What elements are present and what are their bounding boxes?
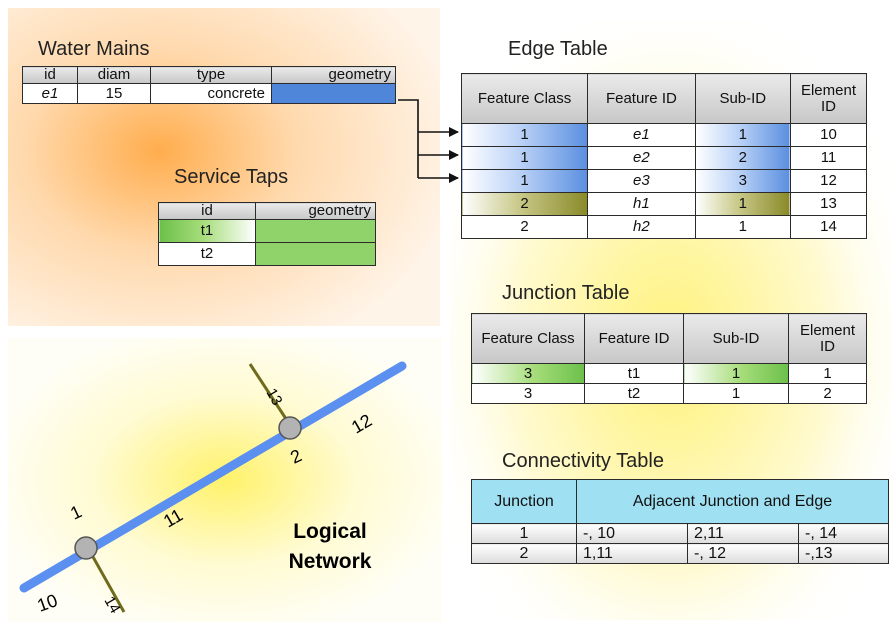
- cell: 2,11: [687, 523, 799, 544]
- cell: 3: [694, 169, 791, 193]
- geometry-cell: [255, 219, 376, 243]
- connector-arrows: [398, 99, 459, 183]
- service-taps-table: id geometry t1 t2: [158, 202, 376, 266]
- cell: 3: [471, 363, 585, 384]
- geometry-cell: [255, 242, 376, 266]
- cell: t1: [158, 219, 256, 243]
- cell: 1: [694, 215, 791, 239]
- cell: 1: [471, 523, 577, 544]
- cell: 1: [683, 363, 789, 384]
- edge-label-13: 13: [263, 386, 286, 409]
- cell: h1: [587, 192, 696, 216]
- header-cell: Sub-ID: [694, 73, 791, 124]
- cell: 1: [460, 146, 589, 170]
- cell: 1: [460, 123, 589, 147]
- water-mains-title: Water Mains: [38, 38, 150, 60]
- edge-label-14: 14: [101, 594, 124, 617]
- junction-node-2: [278, 416, 302, 440]
- tap-line-13: [248, 363, 294, 429]
- cell: -, 10: [576, 523, 688, 544]
- cell: e1: [22, 83, 78, 104]
- junction-label-1: 1: [67, 501, 85, 523]
- header-cell: Feature ID: [584, 313, 684, 364]
- edge-label-10: 10: [35, 590, 61, 616]
- junction-table-title: Junction Table: [502, 282, 630, 304]
- cell: concrete: [150, 83, 272, 104]
- header-cell: Adjacent Junction and Edge: [576, 479, 889, 524]
- cell: 3: [471, 383, 585, 404]
- junction-label-2: 2: [287, 445, 305, 467]
- cell: 2: [788, 383, 867, 404]
- cell: 10: [789, 123, 868, 147]
- cell: 15: [77, 83, 151, 104]
- header-cell: Sub-ID: [683, 313, 789, 364]
- header-cell: diam: [77, 66, 151, 84]
- header-cell: type: [150, 66, 272, 84]
- header-cell: Feature Class: [471, 313, 585, 364]
- cell: -, 12: [687, 543, 799, 564]
- cell: t2: [584, 383, 684, 404]
- geometry-cell: [271, 83, 396, 104]
- header-cell: Element ID: [788, 313, 867, 364]
- header-cell: Feature Class: [460, 73, 589, 124]
- junction-node-1: [74, 536, 98, 560]
- edge-table-title: Edge Table: [508, 38, 608, 60]
- edge-table: Feature Class Feature ID Sub-ID Element …: [460, 73, 868, 239]
- cell: 2: [460, 192, 589, 216]
- cell: 1: [460, 169, 589, 193]
- network-caption-line1: Logical: [293, 520, 367, 543]
- header-cell: geometry: [255, 202, 376, 220]
- cell: 1: [788, 363, 867, 384]
- tap-line-14: [86, 547, 126, 613]
- header-cell: Junction: [471, 479, 577, 524]
- connector-line: [398, 99, 419, 178]
- cell: 13: [789, 192, 868, 216]
- cell: e2: [587, 146, 696, 170]
- network-caption-line2: Network: [289, 550, 372, 573]
- cell: e3: [587, 169, 696, 193]
- cell: 12: [789, 169, 868, 193]
- cell: 2: [694, 146, 791, 170]
- cell: 2: [471, 543, 577, 564]
- cell: 1,11: [576, 543, 688, 564]
- cell: h2: [587, 215, 696, 239]
- header-cell: geometry: [271, 66, 396, 84]
- header-cell: id: [158, 202, 256, 220]
- logical-network-diagram: 10 11 12 13 14 1 2 Logical Network: [19, 361, 407, 617]
- cell: 11: [789, 146, 868, 170]
- junction-table: Feature Class Feature ID Sub-ID Element …: [471, 313, 867, 404]
- cell: 2: [460, 215, 589, 239]
- connectivity-table-title: Connectivity Table: [502, 450, 664, 472]
- cell: -,13: [798, 543, 889, 564]
- cell: 1: [694, 123, 791, 147]
- cell: 1: [683, 383, 789, 404]
- header-cell: Element ID: [789, 73, 868, 124]
- edge-label-12: 12: [348, 410, 375, 437]
- cell: -, 14: [798, 523, 889, 544]
- cell: e1: [587, 123, 696, 147]
- header-cell: Feature ID: [587, 73, 696, 124]
- cell: 1: [694, 192, 791, 216]
- water-mains-table: id diam type geometry e1 15 concrete: [22, 66, 396, 104]
- cell: 14: [789, 215, 868, 239]
- connectivity-table: Junction Adjacent Junction and Edge 1 -,…: [471, 479, 889, 564]
- service-taps-title: Service Taps: [174, 166, 289, 188]
- header-cell: id: [22, 66, 78, 84]
- cell: t2: [158, 242, 256, 266]
- cell: t1: [584, 363, 684, 384]
